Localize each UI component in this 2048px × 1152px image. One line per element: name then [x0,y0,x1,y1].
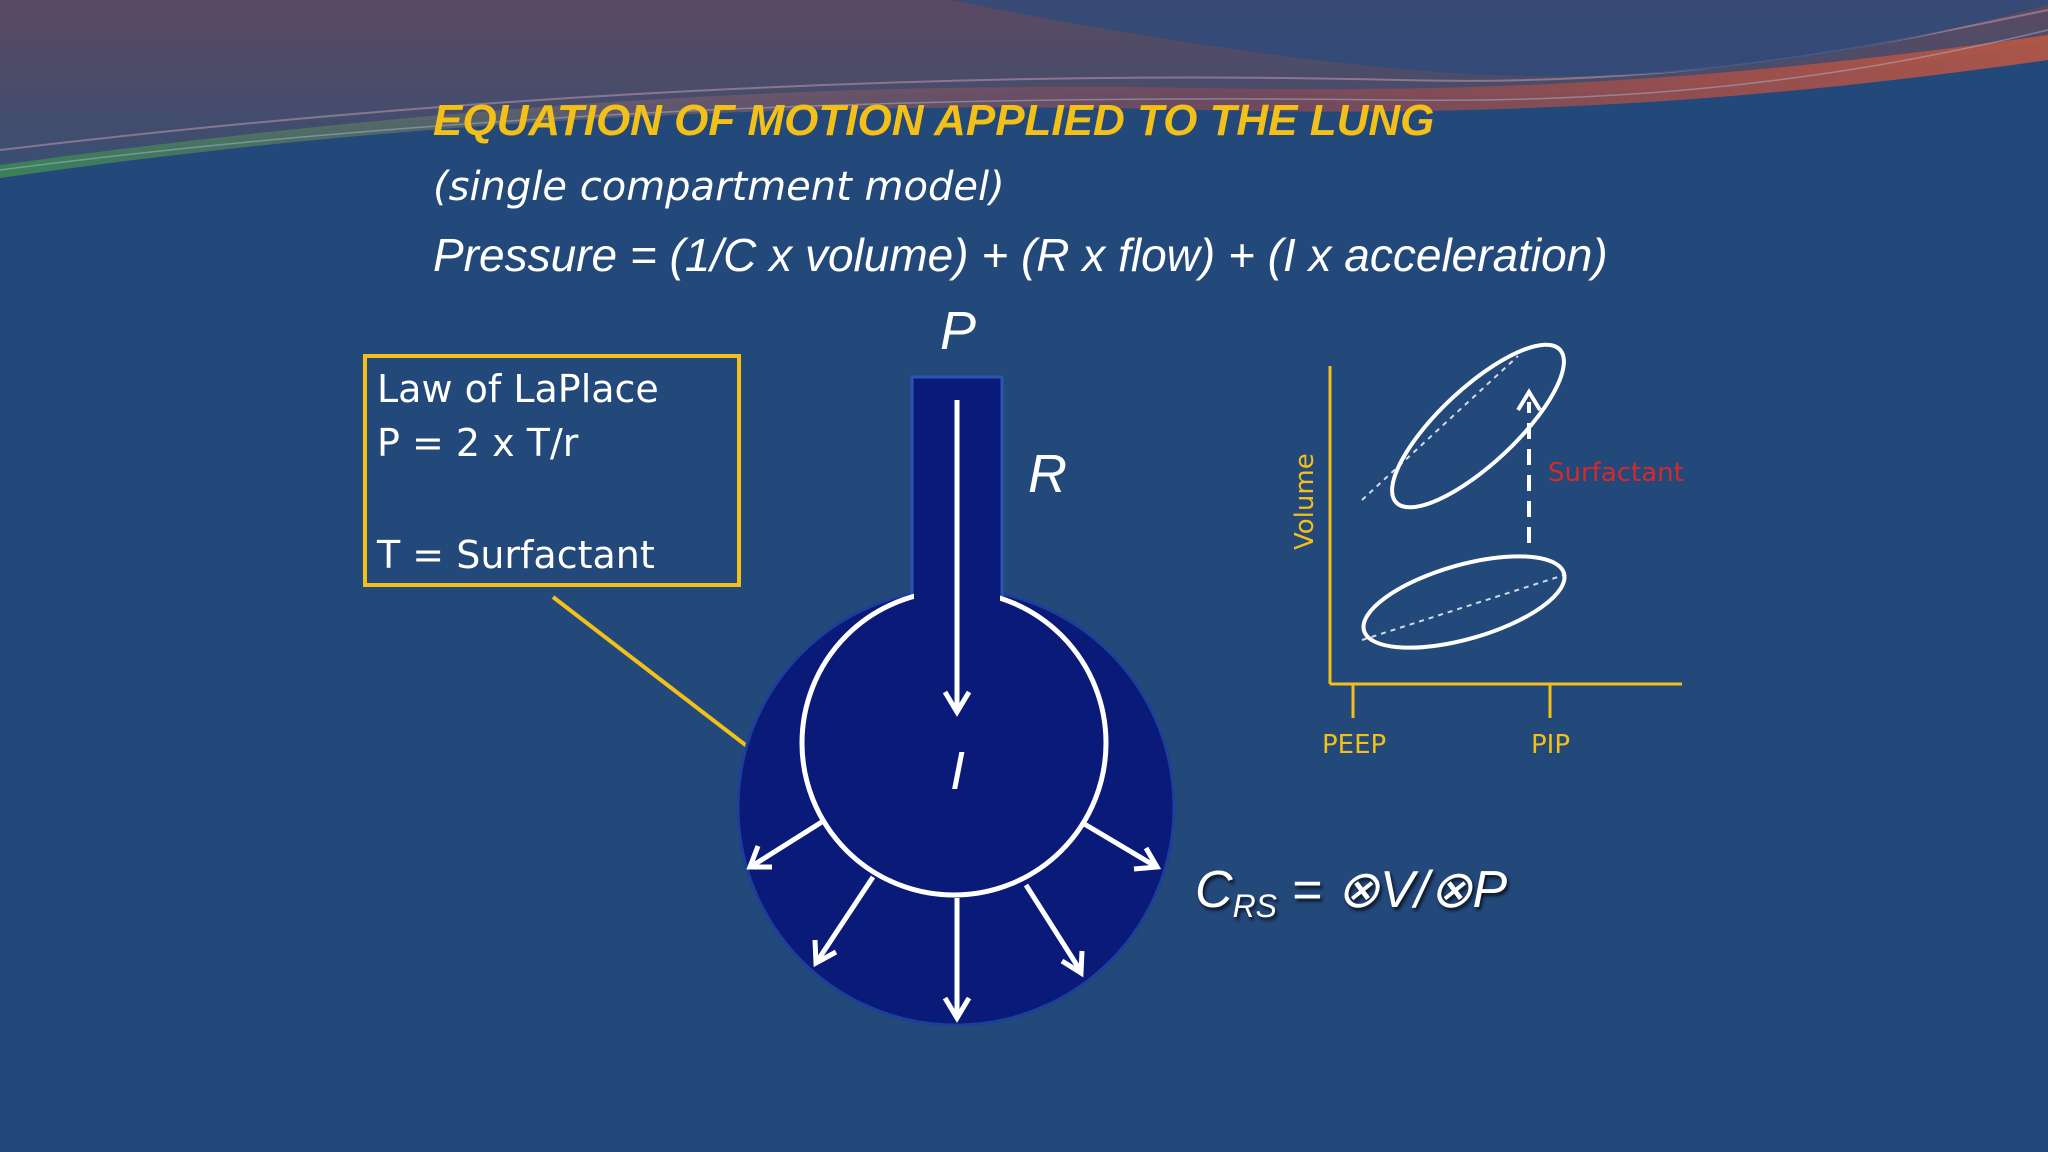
laplace-box-definition: T = Surfactant [377,533,655,577]
slide-title: EQUATION OF MOTION APPLIED TO THE LUNG [433,96,1435,145]
compliance-c: C [1195,861,1233,919]
compliance-definition: = ⊗V/⊗P [1277,861,1508,919]
pv-graph [1328,342,1682,718]
peep-tick-label: PEEP [1322,730,1387,760]
volume-axis-label: Volume [1290,453,1320,550]
compliance-line-upper [1361,355,1519,501]
pip-tick-label: PIP [1531,730,1571,760]
pv-loop-lower [1361,554,1567,650]
slide-subtitle: (single compartment model) [433,164,1005,210]
compliance-subscript: RS [1232,888,1278,924]
inertance-label: I [950,741,966,801]
expansion-arrows [746,817,1162,1023]
equation-of-motion: Pressure = (1/C x volume) + (R x flow) +… [433,229,1608,281]
compliance-line-lower [1361,574,1565,641]
header-wave-decoration [0,0,2048,178]
surfactant-annotation: Surfactant [1548,458,1684,488]
laplace-box-formula: P = 2 x T/r [377,421,579,465]
surfactant-arrow-head [1516,388,1542,412]
laplace-box-title: Law of LaPlace [377,367,659,411]
laplace-box-border [363,354,741,587]
compliance-formula: CRS = ⊗V/⊗P [1195,860,1507,925]
pressure-label: P [940,301,977,361]
pv-loop-upper [1390,342,1566,510]
airflow-arrow [942,400,972,717]
resistance-label: R [1028,444,1067,504]
